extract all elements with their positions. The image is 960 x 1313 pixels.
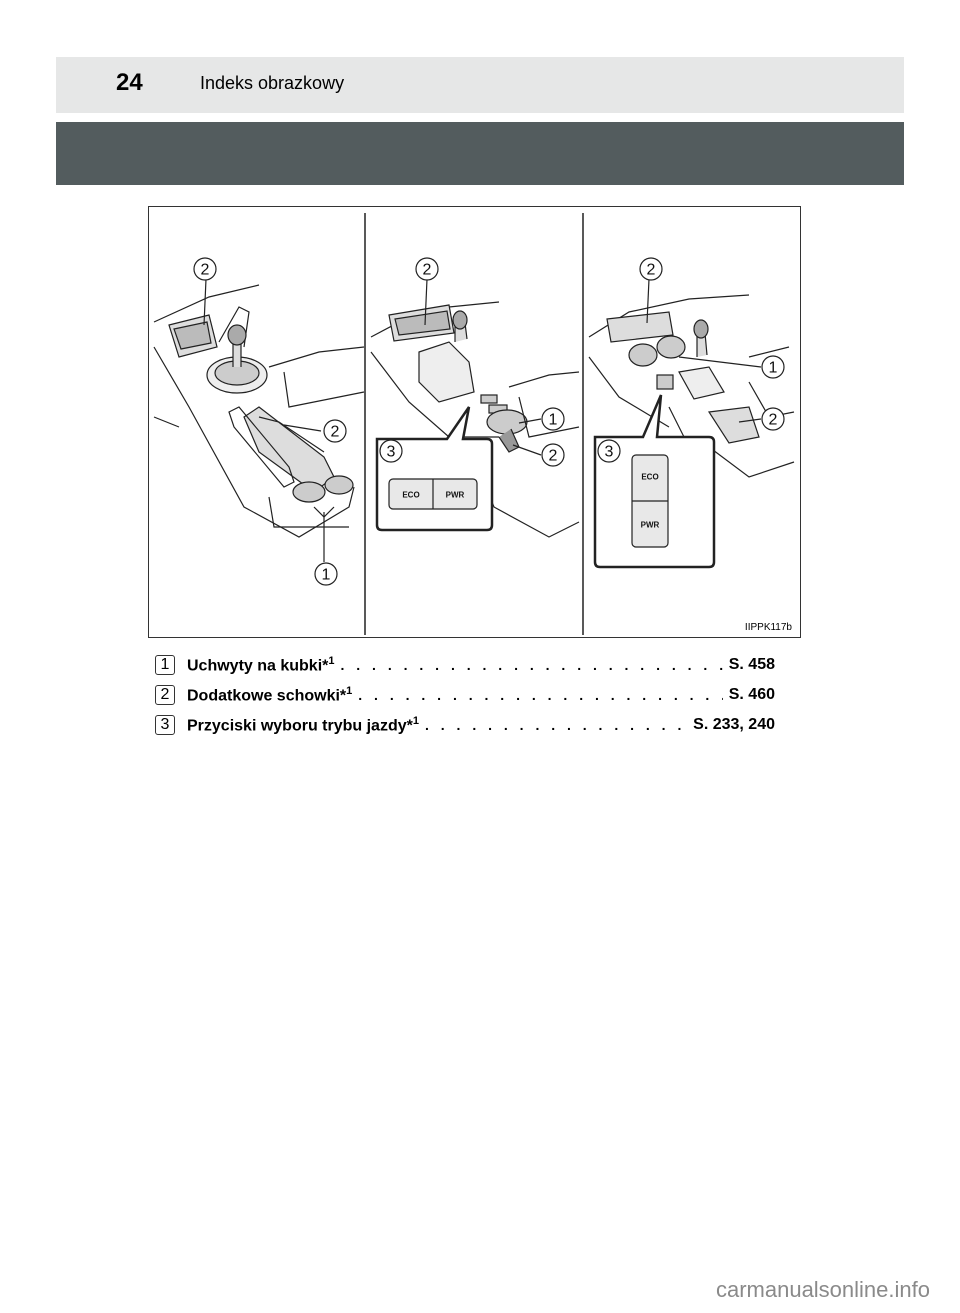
legend-page-ref[interactable]: S. 458 bbox=[728, 656, 775, 673]
page-title: Indeks obrazkowy bbox=[200, 73, 345, 93]
leader-dots bbox=[425, 717, 687, 733]
leader-dots bbox=[358, 687, 722, 703]
callout-3: 3 bbox=[605, 444, 614, 461]
console-drawing: 2 2 1 2 1 2 3 2 1 2 3 ECO PWR ECO PWR bbox=[153, 213, 795, 635]
legend-label: Dodatkowe schowki*1 bbox=[187, 684, 353, 705]
panel-manual-eco-switch bbox=[370, 257, 580, 538]
legend-list: 1 Uchwyty na kubki*1 S. 458 2 Dodatkowe … bbox=[155, 650, 775, 740]
console-illustration: 2 2 1 2 1 2 3 2 1 2 3 ECO PWR ECO PWR II… bbox=[148, 206, 801, 638]
leader-dots bbox=[341, 657, 723, 673]
callout-2: 2 bbox=[423, 262, 432, 279]
legend-item: 1 Uchwyty na kubki*1 S. 458 bbox=[155, 650, 775, 680]
legend-page-ref[interactable]: S. 460 bbox=[728, 686, 775, 703]
legend-label: Przyciski wyboru trybu jazdy*1 bbox=[187, 714, 419, 735]
callout-2: 2 bbox=[769, 412, 778, 429]
page-header: 24 Indeks obrazkowy bbox=[56, 57, 904, 113]
section-band bbox=[56, 122, 904, 185]
pwr-label: PWR bbox=[446, 491, 465, 500]
panel-automatic-eco-switch bbox=[588, 257, 795, 569]
callout-2: 2 bbox=[647, 262, 656, 279]
callout-1: 1 bbox=[549, 412, 558, 429]
panel-manual-console bbox=[153, 257, 365, 586]
legend-item: 3 Przyciski wyboru trybu jazdy*1 S. 233,… bbox=[155, 710, 775, 740]
watermark: carmanualsonline.info bbox=[715, 1277, 930, 1302]
callout-2: 2 bbox=[201, 262, 210, 279]
callout-2: 2 bbox=[331, 424, 340, 441]
figure-code: IIPPK117b bbox=[744, 622, 792, 633]
legend-label: Uchwyty na kubki*1 bbox=[187, 654, 335, 675]
eco-label: ECO bbox=[402, 491, 419, 500]
legend-number: 2 bbox=[155, 685, 175, 705]
legend-item: 2 Dodatkowe schowki*1 S. 460 bbox=[155, 680, 775, 710]
eco-label: ECO bbox=[641, 473, 658, 482]
pwr-label: PWR bbox=[641, 521, 660, 530]
legend-page-ref[interactable]: S. 233, 240 bbox=[693, 716, 775, 733]
callout-1: 1 bbox=[322, 567, 331, 584]
legend-number: 1 bbox=[155, 655, 175, 675]
page-number: 24 bbox=[116, 69, 143, 96]
callout-1: 1 bbox=[769, 360, 778, 377]
callout-2: 2 bbox=[549, 448, 558, 465]
callout-3: 3 bbox=[387, 444, 396, 461]
legend-number: 3 bbox=[155, 715, 175, 735]
